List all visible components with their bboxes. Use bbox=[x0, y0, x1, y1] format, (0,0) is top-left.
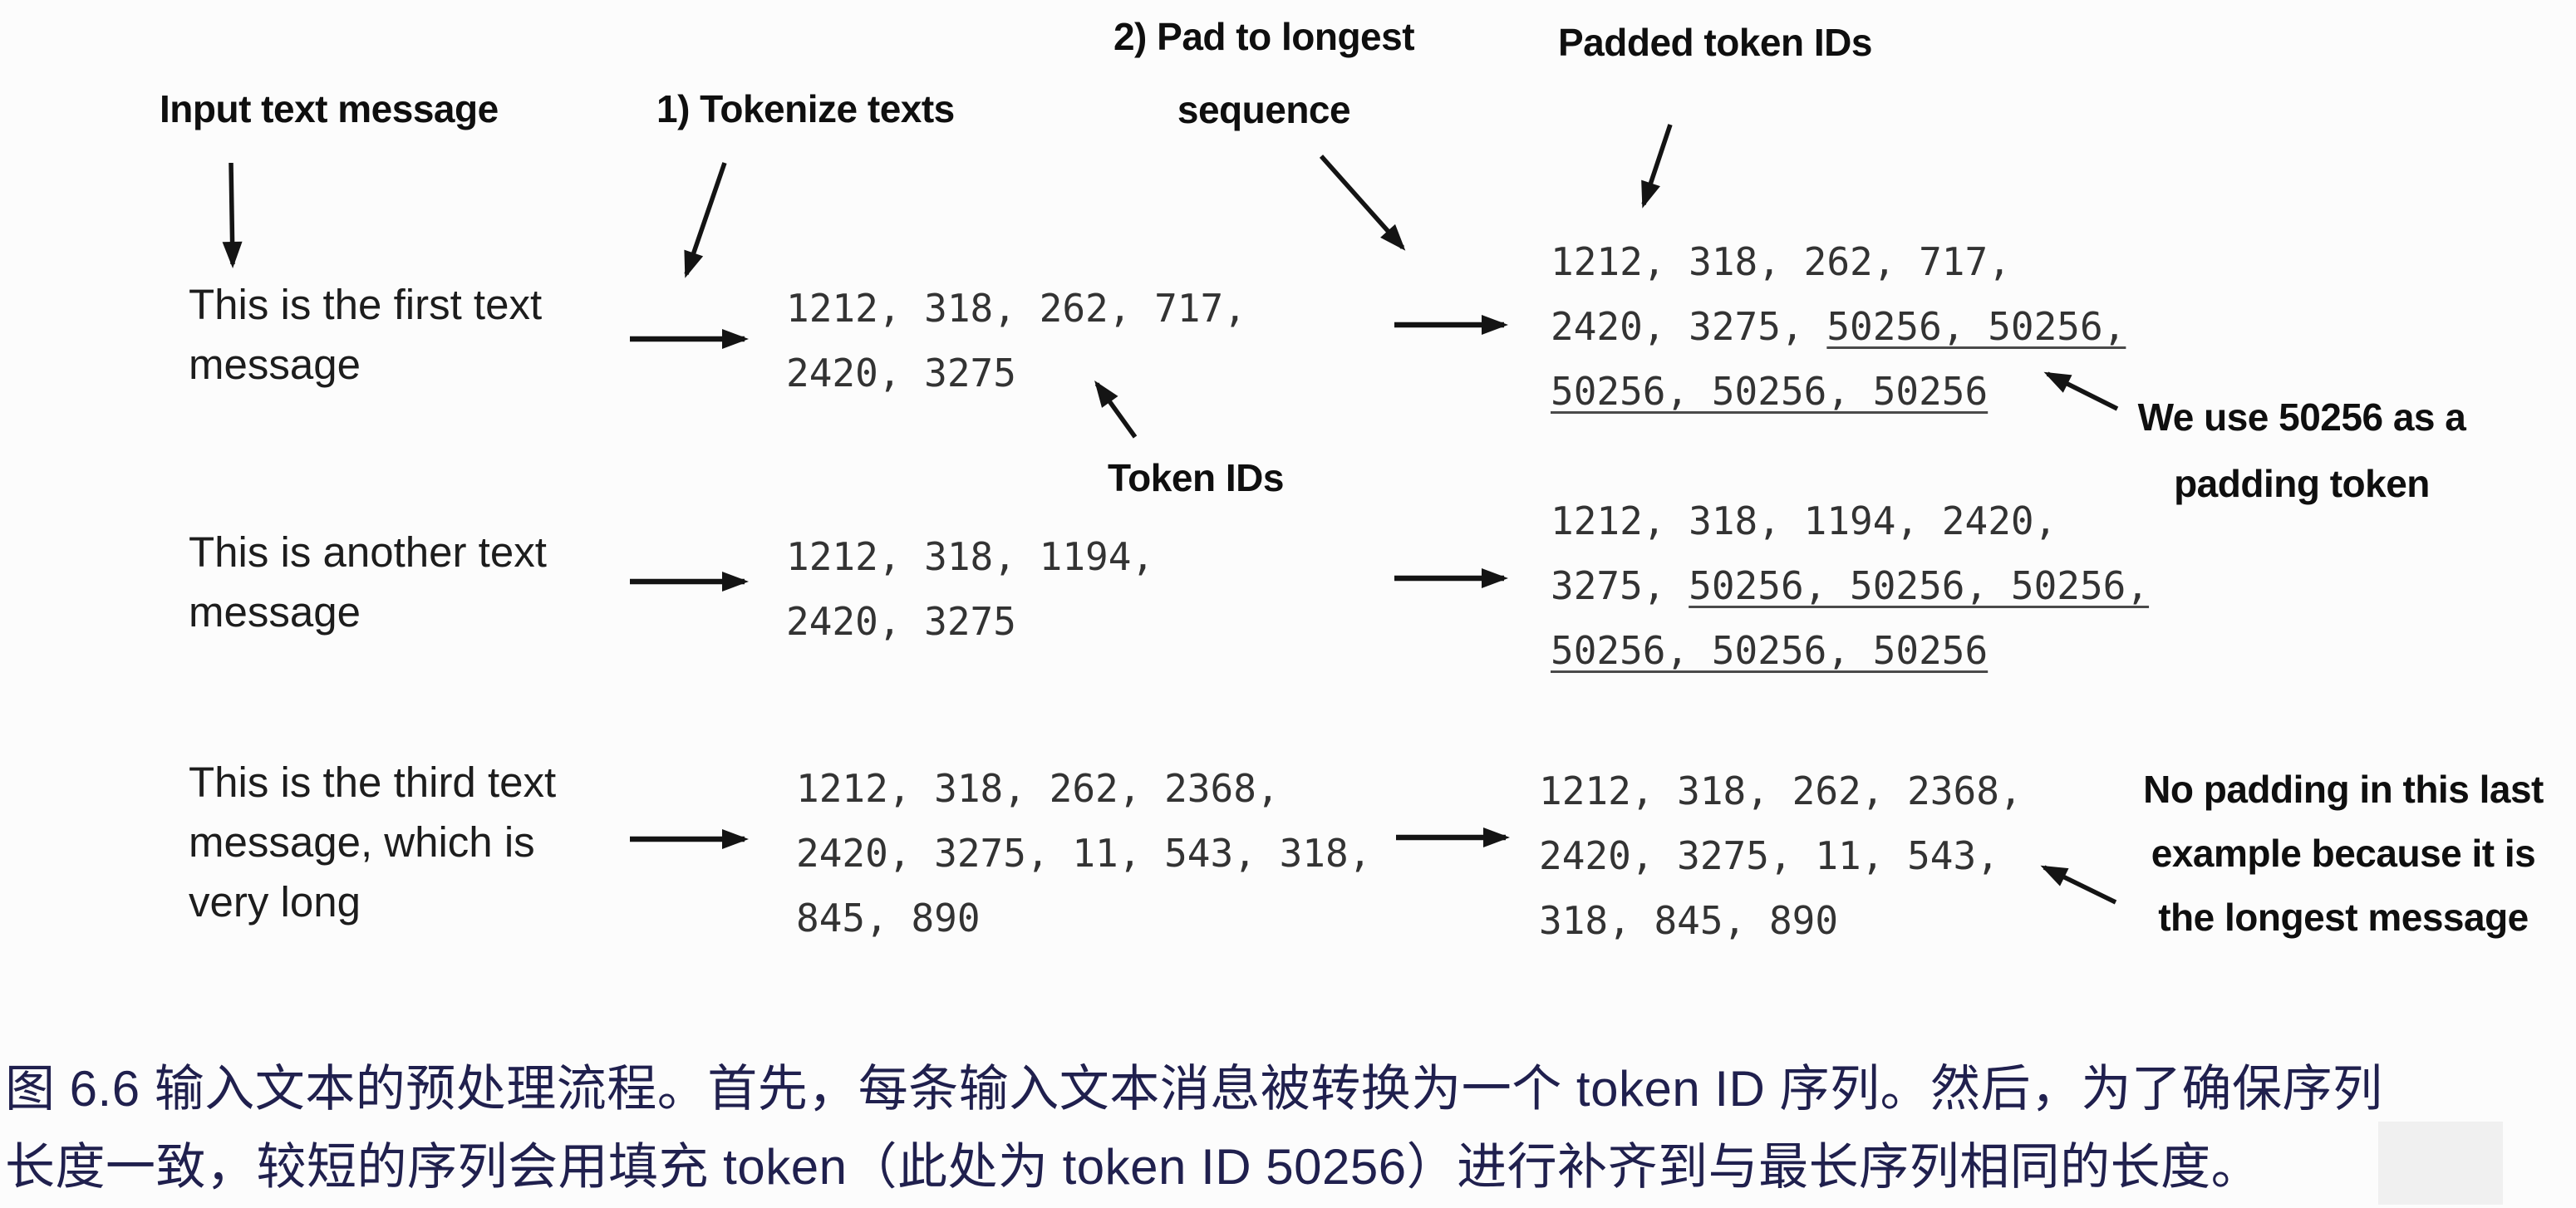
figure-caption-line1: 图 6.6 输入文本的预处理流程。首先，每条输入文本消息被转换为一个 token… bbox=[5, 1061, 2383, 1117]
padded-token-ids-2-line3: 50256, 50256, 50256 bbox=[1551, 628, 1989, 673]
input-message-3-line3: very long bbox=[189, 878, 361, 926]
token-ids-3-line1: 1212, 318, 262, 2368, bbox=[796, 766, 1280, 811]
label-no-padding-line3: the longest message bbox=[2158, 896, 2529, 939]
input-message-2-line1: This is another text bbox=[189, 528, 547, 576]
padded-token-ids-3-line1: 1212, 318, 262, 2368, bbox=[1539, 769, 2023, 813]
arrow-input-label bbox=[222, 162, 243, 268]
label-pad-to-longest-line1: 2) Pad to longest bbox=[1113, 15, 1415, 58]
input-message-3-line2: message, which is bbox=[189, 818, 535, 866]
token-ids-2: 1212, 318, 1194, 2420, 3275 bbox=[786, 524, 1154, 654]
token-ids-3-line3: 845, 890 bbox=[796, 896, 981, 940]
input-message-1-line1: This is the first text bbox=[189, 281, 543, 328]
padded-token-ids-1-line1: 1212, 318, 262, 717, bbox=[1551, 239, 2011, 284]
label-we-use-50256: We use 50256 as a padding token bbox=[2094, 384, 2510, 517]
label-tokenize-texts: 1) Tokenize texts bbox=[656, 87, 955, 130]
figure-caption-line2: 长度一致，较短的序列会用填充 token（此处为 token ID 50256）… bbox=[5, 1139, 2262, 1195]
label-pad-to-longest: 2) Pad to longest sequence bbox=[1102, 0, 1426, 146]
input-message-3-line1: This is the third text bbox=[189, 759, 557, 806]
padded-token-ids-2-line2: 3275, 50256, 50256, 50256, bbox=[1551, 563, 2150, 608]
label-input-text-message: Input text message bbox=[160, 87, 499, 130]
input-message-1-line2: message bbox=[189, 341, 361, 388]
padded-token-ids-1-line3: 50256, 50256, 50256 bbox=[1551, 369, 1989, 414]
token-ids-2-line2: 2420, 3275 bbox=[786, 599, 1016, 644]
padded-token-ids-2-line1: 1212, 318, 1194, 2420, bbox=[1551, 498, 2057, 543]
label-token-ids: Token IDs bbox=[1108, 456, 1284, 499]
label-no-padding-line2: example because it is bbox=[2151, 832, 2536, 875]
token-ids-3: 1212, 318, 262, 2368, 2420, 3275, 11, 54… bbox=[796, 756, 1371, 950]
arrow-pad-label bbox=[1319, 155, 1406, 251]
label-padded-token-ids: Padded token IDs bbox=[1558, 21, 1872, 64]
label-we-use-50256-line1: We use 50256 as a bbox=[2137, 395, 2466, 439]
padded-token-ids-3: 1212, 318, 262, 2368, 2420, 3275, 11, 54… bbox=[1539, 759, 2023, 953]
token-ids-1: 1212, 318, 262, 717, 2420, 3275 bbox=[786, 276, 1246, 405]
input-message-2: This is another text message bbox=[189, 523, 547, 642]
token-ids-1-line1: 1212, 318, 262, 717, bbox=[786, 286, 1246, 331]
padded-token-ids-2: 1212, 318, 1194, 2420, 3275, 50256, 5025… bbox=[1551, 489, 2149, 683]
padded-token-ids-1-line2: 2420, 3275, 50256, 50256, bbox=[1551, 304, 2126, 349]
arrow-padded-label bbox=[1641, 124, 1673, 209]
label-we-use-50256-line2: padding token bbox=[2174, 462, 2430, 505]
watermark-box bbox=[2378, 1122, 2503, 1205]
arrow-tokenize-label bbox=[684, 162, 727, 278]
input-message-1: This is the first text message bbox=[189, 275, 542, 395]
label-no-padding: No padding in this last example because … bbox=[2119, 758, 2568, 950]
input-message-2-line2: message bbox=[189, 588, 361, 636]
token-ids-3-line2: 2420, 3275, 11, 543, 318, bbox=[796, 831, 1372, 876]
token-ids-2-line1: 1212, 318, 1194, bbox=[786, 534, 1155, 579]
arrow-no-padding-label bbox=[2040, 865, 2117, 905]
input-message-3: This is the third text message, which is… bbox=[189, 753, 556, 932]
token-ids-1-line2: 2420, 3275 bbox=[786, 351, 1016, 395]
figure-caption: 图 6.6 输入文本的预处理流程。首先，每条输入文本消息被转换为一个 token… bbox=[5, 1050, 2383, 1206]
padded-token-ids-3-line3: 318, 845, 890 bbox=[1539, 898, 1839, 943]
padded-token-ids-3-line2: 2420, 3275, 11, 543, bbox=[1539, 833, 1999, 878]
padded-token-ids-1: 1212, 318, 262, 717, 2420, 3275, 50256, … bbox=[1551, 229, 2126, 424]
label-pad-to-longest-line2: sequence bbox=[1177, 88, 1351, 131]
label-no-padding-line1: No padding in this last bbox=[2143, 768, 2544, 811]
